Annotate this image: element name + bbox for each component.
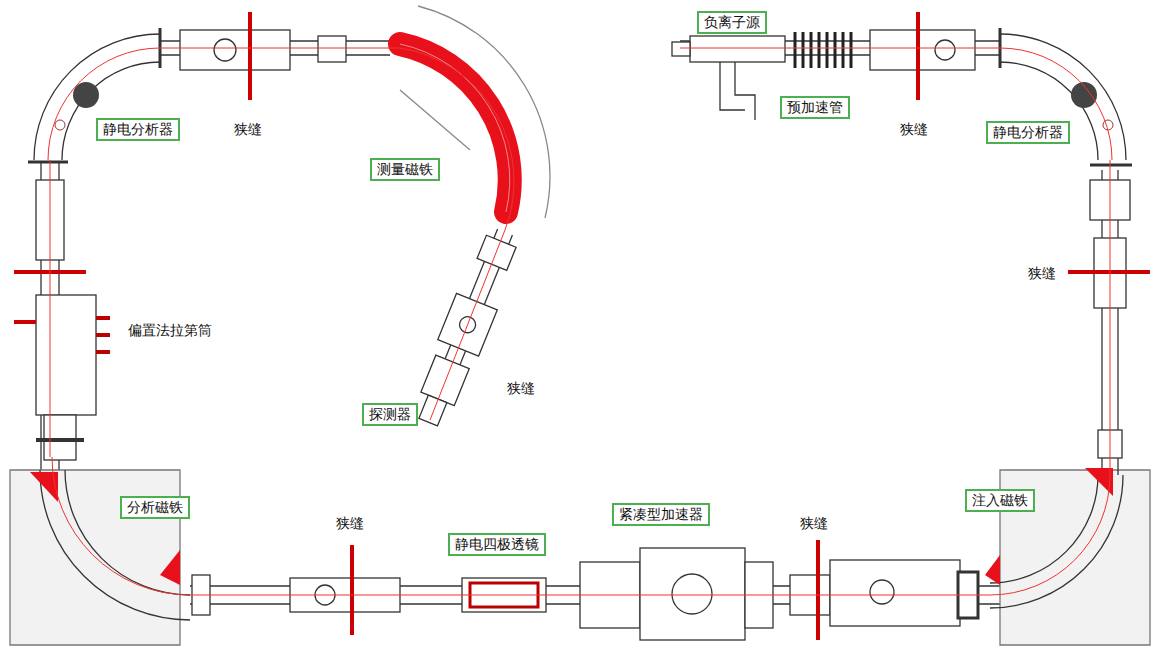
node-text: 探测器: [369, 406, 411, 422]
part-label: 偏置法拉第筒: [126, 322, 214, 339]
node-text: 静电四极透镜: [455, 536, 539, 552]
slit-label: 狭缝: [232, 121, 264, 138]
node-text: 分析磁铁: [127, 499, 183, 515]
slit-label: 狭缝: [334, 515, 366, 532]
node-text: 测量磁铁: [377, 161, 433, 177]
esa-tag: 静电分析器: [986, 121, 1070, 144]
magnet-tag: 分析磁铁: [120, 496, 190, 519]
node-text: 静电分析器: [993, 124, 1063, 140]
node-text: 预加速管: [787, 99, 843, 115]
slit-label: 狭缝: [798, 515, 830, 532]
node-text: 静电分析器: [103, 121, 173, 137]
accelerator-tag: 紧凑型加速器: [612, 503, 710, 526]
node-text: 注入磁铁: [972, 492, 1028, 508]
detector-tag: 探测器: [362, 403, 418, 426]
slit-label: 狭缝: [898, 121, 930, 138]
lens-tag: 静电四极透镜: [448, 533, 546, 556]
slit-label: 狭缝: [1026, 265, 1058, 282]
node-text: 紧凑型加速器: [619, 506, 703, 522]
magnet-tag: 测量磁铁: [370, 158, 440, 181]
ion-source-tag: 负离子源: [697, 11, 767, 34]
preaccelerator-tag: 预加速管: [780, 96, 850, 119]
node-text: 负离子源: [704, 14, 760, 30]
esa-tag: 静电分析器: [96, 118, 180, 141]
magnet-tag: 注入磁铁: [965, 489, 1035, 512]
slit-label: 狭缝: [505, 380, 537, 397]
